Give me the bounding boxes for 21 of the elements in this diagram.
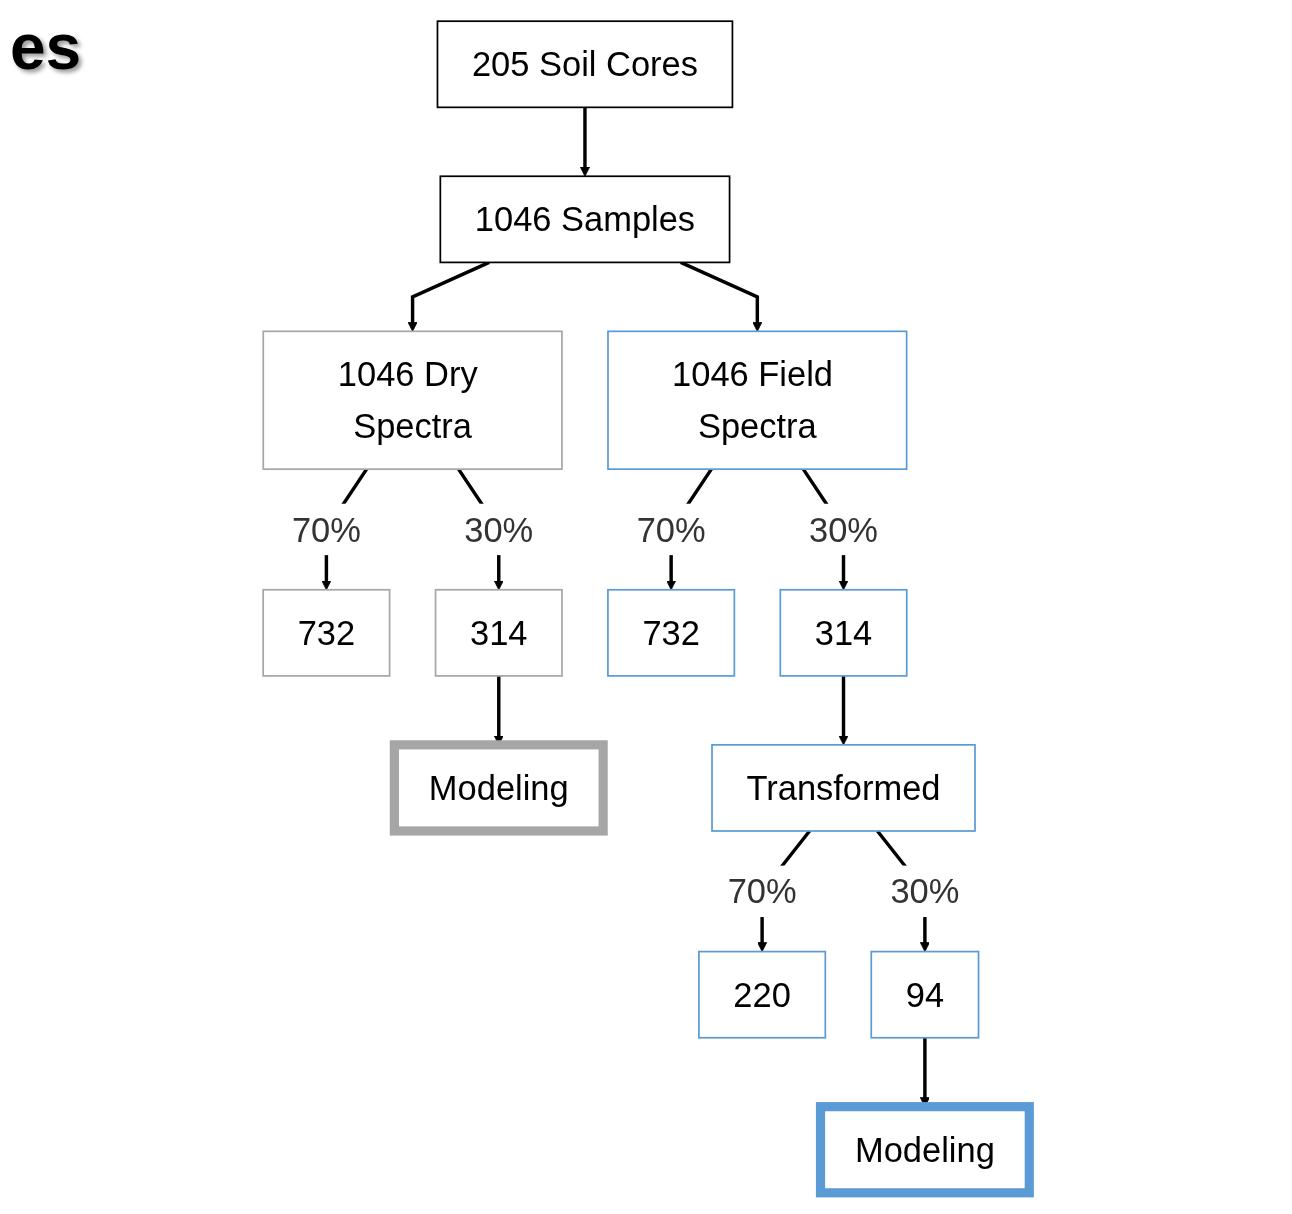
edge-label: 70% <box>636 510 706 549</box>
node-box: 732 <box>606 588 735 677</box>
node-box: Modeling <box>389 740 608 836</box>
node-box: 205 Soil Cores <box>436 20 734 109</box>
node-box: 1046 Dry Spectra <box>262 330 563 471</box>
node-box: 94 <box>870 950 980 1039</box>
edge-label: 30% <box>464 510 534 549</box>
node-box: 314 <box>434 588 563 677</box>
node-box: 220 <box>697 950 826 1039</box>
arrow <box>838 675 849 746</box>
node-box: 1046 Samples <box>439 175 731 264</box>
node-box: 732 <box>262 588 391 677</box>
node-box: Modeling <box>815 1102 1034 1198</box>
edge-label: 70% <box>291 510 361 549</box>
node-box: Transformed <box>710 744 976 832</box>
edge-label: 30% <box>808 510 878 549</box>
node-box: 1046 Field Spectra <box>606 330 908 471</box>
edge-label: 30% <box>890 872 960 911</box>
node-box: 314 <box>779 588 908 677</box>
arrow <box>579 107 590 177</box>
edge-label: 70% <box>727 872 797 911</box>
